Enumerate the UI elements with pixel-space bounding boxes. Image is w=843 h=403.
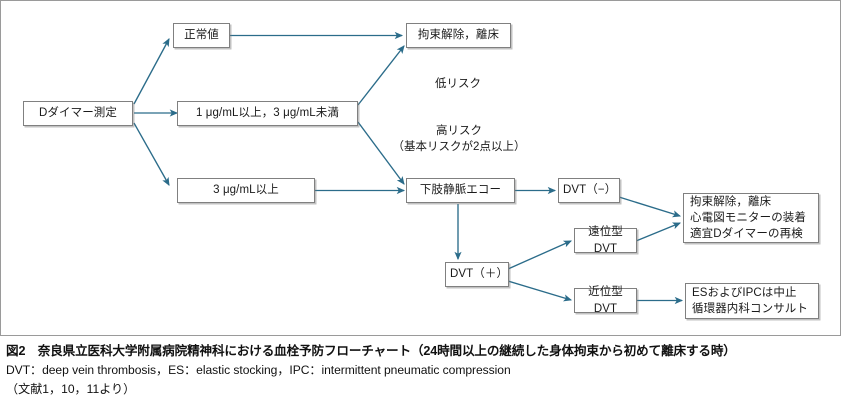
edge-distal-to-monitor — [635, 222, 681, 242]
caption-abbreviations: DVT：deep vein thrombosis，ES：elastic stoc… — [6, 362, 511, 377]
edge-dvtpos-to-distal — [507, 240, 572, 270]
node-label: 遠位型DVT — [588, 225, 623, 255]
node-label: Dダイマー測定 — [38, 107, 117, 120]
edge-label-high-risk: 高リスク （基本リスクが2点以上） — [392, 125, 526, 153]
edge-start-to-highrange — [133, 122, 170, 186]
edge-midrange-to-release — [357, 45, 405, 106]
node-monitor-outcome[interactable]: 拘束解除，離床 心電図モニターの装着 適宜Dダイマーの再検 — [683, 193, 819, 243]
caption-title: 図2 奈良県立医科大学附属病院精神科における血栓予防フローチャート（24時間以上… — [6, 344, 736, 358]
edge-midrange-to-echo — [357, 121, 405, 185]
edge-dvtneg-to-monitor — [618, 196, 682, 218]
edge-start-to-normal — [133, 38, 170, 105]
flowchart-frame: Dダイマー測定 正常値 1 μg/mL以上，3 μg/mL未満 3 μg/mL以… — [0, 0, 841, 336]
node-label: 正常値 — [184, 29, 219, 42]
edge-dvtpos-to-proximal — [507, 280, 573, 302]
node-label: 1 μg/mL以上，3 μg/mL未満 — [196, 107, 339, 120]
node-normal-value[interactable]: 正常値 — [173, 23, 230, 48]
figure-caption: 図2 奈良県立医科大学附属病院精神科における血栓予防フローチャート（24時間以上… — [0, 342, 843, 398]
node-release-mobilize-top[interactable]: 拘束解除，離床 — [406, 23, 511, 48]
node-label: 近位型DVT — [588, 285, 623, 315]
node-distal-dvt[interactable]: 遠位型DVT — [574, 226, 637, 255]
node-dvt-negative[interactable]: DVT（−） — [558, 178, 620, 203]
node-label: 下肢静脈エコー — [419, 184, 502, 197]
node-d-dimer-measurement[interactable]: Dダイマー測定 — [23, 101, 133, 126]
node-d-dimer-over-3[interactable]: 3 μg/mL以上 — [177, 178, 315, 203]
node-label: ESおよびIPCは中止 循環器内科コンサルト — [692, 286, 808, 315]
node-label: DVT（＋） — [450, 268, 509, 281]
node-proximal-dvt[interactable]: 近位型DVT — [574, 286, 637, 315]
flowchart-connectors — [133, 31, 684, 305]
node-lower-limb-venous-echo[interactable]: 下肢静脈エコー — [406, 178, 515, 203]
node-dvt-positive[interactable]: DVT（＋） — [445, 262, 509, 287]
node-label: 拘束解除，離床 — [417, 29, 500, 42]
node-label: 拘束解除，離床 心電図モニターの装着 適宜Dダイマーの再検 — [690, 195, 806, 241]
node-label: 3 μg/mL以上 — [213, 184, 279, 197]
node-d-dimer-1-to-3[interactable]: 1 μg/mL以上，3 μg/mL未満 — [177, 101, 358, 126]
node-consult-outcome[interactable]: ESおよびIPCは中止 循環器内科コンサルト — [685, 283, 819, 319]
node-label: DVT（−） — [563, 184, 617, 197]
edge-label-low-risk: 低リスク — [435, 78, 481, 90]
caption-source: （文献1，10，11より） — [6, 381, 136, 396]
